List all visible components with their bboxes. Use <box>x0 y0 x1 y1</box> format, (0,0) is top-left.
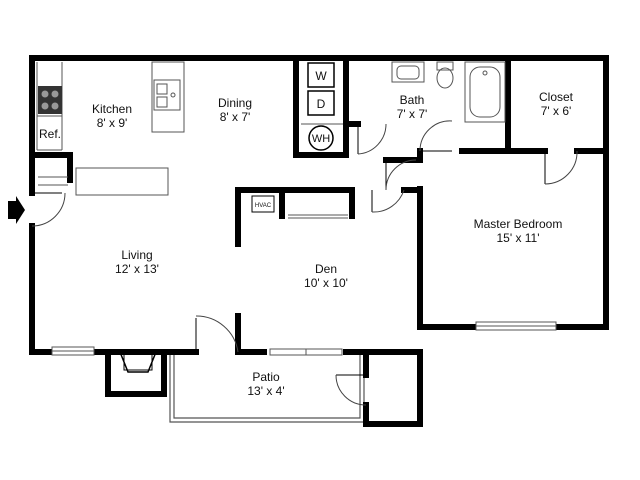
room-master-bedroom: Master Bedroom 15' x 11' <box>474 217 563 245</box>
room-bath: Bath 7' x 7' <box>397 93 428 121</box>
svg-text:WH: WH <box>312 133 330 145</box>
svg-text:HVAC: HVAC <box>255 203 272 209</box>
entry-arrow-icon <box>8 196 25 224</box>
toilet-icon <box>436 61 454 89</box>
patio-outline <box>169 352 365 423</box>
room-name: Master Bedroom <box>474 217 563 231</box>
water-heater-icon: WH <box>308 125 334 151</box>
svg-text:D: D <box>317 97 326 111</box>
bathtub-icon <box>464 61 506 123</box>
refrigerator-label: Ref. <box>39 127 61 141</box>
svg-text:W: W <box>315 69 327 83</box>
room-size: 8' x 7' <box>220 110 251 124</box>
room-name: Dining <box>218 96 252 110</box>
hvac-icon: HVAC <box>251 195 275 213</box>
sliding-door <box>288 214 348 219</box>
bath-sink-icon <box>391 61 425 83</box>
room-size: 15' x 11' <box>496 231 539 245</box>
room-name: Kitchen <box>92 102 132 116</box>
room-kitchen: Kitchen 8' x 9' <box>92 102 132 130</box>
room-dining: Dining 8' x 7' <box>218 96 252 124</box>
washer-icon: W <box>307 62 335 88</box>
room-name: Closet <box>539 90 574 104</box>
windows <box>51 321 557 356</box>
room-size: 7' x 6' <box>541 104 572 118</box>
room-name: Patio <box>252 370 280 384</box>
stove-icon <box>38 86 62 114</box>
room-patio: Patio 13' x 4' <box>247 370 284 398</box>
kitchen-sink-icon <box>153 79 181 111</box>
room-den: Den 10' x 10' <box>304 262 348 290</box>
kitchen-fixtures <box>36 61 185 196</box>
room-size: 12' x 13' <box>115 262 159 276</box>
room-name: Den <box>315 262 337 276</box>
room-name: Bath <box>400 93 425 107</box>
room-closet: Closet 7' x 6' <box>539 90 574 118</box>
fireplace <box>105 351 167 397</box>
dryer-icon: D <box>307 90 335 116</box>
room-name: Living <box>121 248 152 262</box>
doors <box>31 120 578 406</box>
room-living: Living 12' x 13' <box>115 248 159 276</box>
room-size: 7' x 7' <box>397 107 428 121</box>
room-size: 13' x 4' <box>247 384 284 398</box>
room-size: 10' x 10' <box>304 276 348 290</box>
room-size: 8' x 9' <box>97 116 128 130</box>
